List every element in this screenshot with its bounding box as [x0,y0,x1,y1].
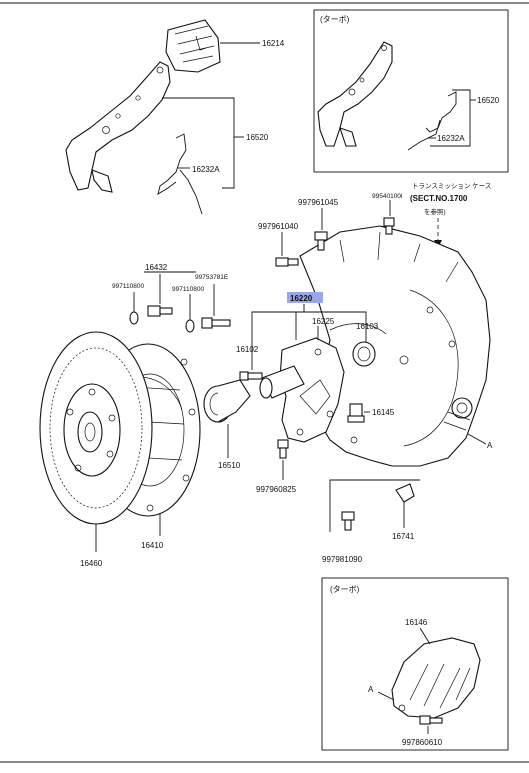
stud-16102 [239,371,263,381]
label-16146: 16146 [405,618,428,627]
spring-clip-main-leg [179,169,203,215]
label-16214: 16214 [262,39,285,48]
bolt-997961040 [275,257,299,267]
bolt-997960825 [277,439,289,459]
pilot-bolt-16432 [147,305,173,317]
plug-16145 [347,403,365,423]
oil-seal-16103 [352,341,376,367]
leader-a-main [467,433,487,445]
label-997110800-a: 997110800 [112,283,144,290]
label-997860610: 997860610 [402,738,443,747]
caption-turbo-bottom: (ターボ) [330,585,360,594]
bolt-997961045 [314,231,328,251]
caption-see-ref: を参照) [424,207,446,216]
label-99753781e: 99753781E [195,274,229,281]
label-16432: 16432 [145,263,168,272]
label-997961040: 997961040 [258,222,299,231]
label-a-inset: A [368,685,374,694]
bracket-16520-inset [430,89,471,147]
turbo-inset-top [313,9,509,173]
spring-clip-main [157,133,187,195]
bolt-997981090 [341,511,355,531]
turbo-inset-bottom [321,577,509,751]
caption-transmission-case: トランスミッション ケース [412,182,491,190]
housing-detail [443,411,471,431]
release-bearing-16510 [203,379,251,423]
label-16520-main: 16520 [246,133,269,142]
label-16232a-inset: 16232A [437,134,465,143]
bracket-16220-left [251,311,304,340]
label-a-main: A [487,441,493,450]
label-16102: 16102 [236,345,259,354]
clutch-disc-16460 [39,331,153,525]
clip-16741 [395,483,415,503]
release-hub-16225 [259,337,345,443]
leader-16146 [419,627,431,645]
label-16410: 16410 [141,541,164,550]
washer-997110800-b [185,319,195,333]
label-16145: 16145 [372,408,395,417]
label-16460: 16460 [80,559,103,568]
bolt-99540100l [383,217,395,235]
label-997961045: 997961045 [298,198,339,207]
label-997110800-b: 997110800 [172,286,204,293]
label-16220: 16220 [290,294,313,303]
label-997960825: 997960825 [256,485,297,494]
label-16520-inset: 16520 [477,96,500,105]
leader-997981090-bracket [329,479,420,532]
bracket-16220-right [303,304,367,318]
label-99540100l: 99540100l [372,193,403,200]
bolt-997860610 [419,715,443,725]
label-997981090: 997981090 [322,555,363,564]
label-16232a-main: 16232A [192,165,220,174]
release-fork-main [65,61,171,193]
label-16510: 16510 [218,461,241,470]
label-16225: 16225 [312,317,335,326]
washer-997110800-a [129,311,139,325]
leader-a-inset [377,691,395,701]
bracket-16520-main [162,97,235,189]
caption-turbo-top: (ターボ) [320,15,350,24]
highlight-16220 [287,292,323,303]
release-fork-boot [165,19,221,73]
dust-cover-16146 [391,637,481,719]
caption-sect-no: (SECT.NO.1700 [410,194,468,203]
transmission-housing [299,225,491,467]
label-16103: 16103 [356,322,379,331]
bolt-99753781e [201,317,231,329]
label-16741: 16741 [392,532,415,541]
release-fork-inset [317,41,393,147]
